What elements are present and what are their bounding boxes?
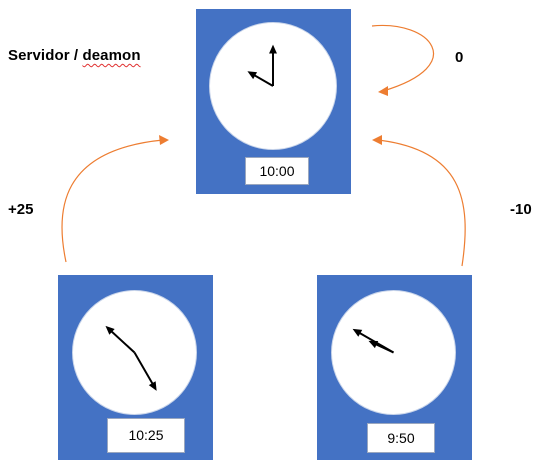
minute-hand bbox=[133, 352, 155, 387]
right-to-server-arrowhead bbox=[372, 135, 382, 145]
minute-hand-arrowhead bbox=[352, 328, 363, 337]
server-label-prefix: Servidor / bbox=[8, 47, 83, 64]
server-clock-hands bbox=[247, 44, 277, 87]
right-clock-face bbox=[331, 290, 456, 415]
server-label-word: deamon bbox=[82, 47, 141, 64]
left-to-server-arrowhead bbox=[159, 135, 169, 145]
hour-hand bbox=[252, 73, 274, 87]
right-offset-label: -10 bbox=[510, 201, 532, 218]
server-offset-label: 0 bbox=[455, 49, 464, 66]
hour-hand-arrowhead bbox=[105, 325, 115, 335]
server-self-loop-arrow bbox=[371, 24, 435, 92]
right-clock-hands bbox=[352, 328, 394, 354]
server-self-loop-arrowhead bbox=[378, 86, 388, 96]
left-offset-label: +25 bbox=[8, 201, 34, 218]
left-time-box: 10:25 bbox=[107, 418, 185, 453]
hour-hand bbox=[109, 329, 136, 354]
right-to-server-arrow bbox=[377, 139, 466, 267]
server-daemon-label: Servidor / deamon bbox=[8, 47, 141, 64]
right-time-box: 9:50 bbox=[367, 423, 435, 453]
left-clock-panel: 10:25 bbox=[58, 275, 213, 460]
server-clock-face bbox=[209, 22, 337, 150]
right-clock-panel: 9:50 bbox=[317, 275, 472, 460]
left-to-server-arrow bbox=[61, 139, 164, 263]
left-clock-hands bbox=[105, 325, 157, 391]
minute-hand-arrowhead bbox=[148, 381, 157, 391]
hour-hand-arrowhead bbox=[247, 71, 258, 80]
minute-hand-arrowhead bbox=[269, 44, 277, 54]
left-clock-face bbox=[72, 290, 197, 415]
hour-hand-arrowhead bbox=[368, 340, 379, 349]
server-clock-panel: 10:00 bbox=[196, 9, 351, 194]
server-time-box: 10:00 bbox=[245, 157, 309, 185]
